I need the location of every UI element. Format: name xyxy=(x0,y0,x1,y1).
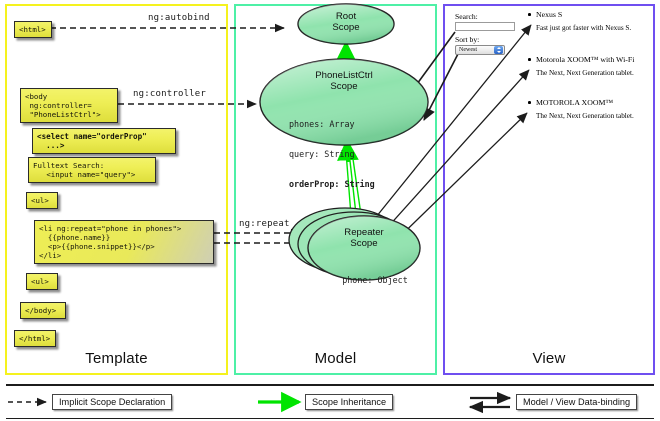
code-box-fulltext-search[interactable]: Fulltext Search: <input name="query"> xyxy=(28,157,156,183)
scope-prop-phone: phone: Object xyxy=(342,275,408,285)
list-item[interactable]: MOTOROLA XOOM™ The Next, Next Generation… xyxy=(527,98,660,120)
scope-prop-query: query: String xyxy=(289,149,355,159)
code-box-select-orderprop[interactable]: <select name="orderProp" ...> xyxy=(32,128,176,154)
sort-by-label: Sort by: xyxy=(455,35,480,44)
scope-root-title: Root Scope xyxy=(332,11,360,33)
legend-divider-top xyxy=(6,384,654,386)
list-item[interactable]: Nexus S Fast just got faster with Nexus … xyxy=(527,10,660,32)
code-box-html-open[interactable]: <html> xyxy=(14,21,52,38)
code-box-li-ng-repeat[interactable]: <li ng:repeat="phone in phones"> {{phone… xyxy=(34,220,214,265)
phone-snippet: The Next, Next Generation tablet. xyxy=(536,69,634,77)
legend-item-scope-inheritance: Scope Inheritance xyxy=(305,394,394,410)
scope-prop-orderprop: orderProp: String xyxy=(289,179,375,189)
phone-snippet: The Next, Next Generation tablet. xyxy=(536,112,634,120)
panel-label-view: View xyxy=(532,350,566,367)
scope-phonelistctrl-properties: phones: Array query: String orderProp: S… xyxy=(289,99,419,209)
panel-template: Template xyxy=(5,4,228,375)
phone-snippet: Fast just got faster with Nexus S. xyxy=(536,24,632,32)
search-label: Search: xyxy=(455,12,478,21)
scope-prop-phones: phones: Array xyxy=(289,119,355,129)
code-box-body-close[interactable]: </body> xyxy=(20,302,66,319)
legend: Implicit Scope Declaration Scope Inherit… xyxy=(0,384,660,421)
sort-by-selected-value: Newest xyxy=(459,47,477,53)
legend-glyphs xyxy=(8,391,512,414)
legend-divider-bottom xyxy=(6,418,654,419)
caption-ng-controller: ng:controller xyxy=(133,89,207,99)
code-box-ul-open[interactable]: <ul> xyxy=(26,192,58,209)
panel-label-template: Template xyxy=(85,350,148,367)
caption-ng-repeat: ng:repeat xyxy=(239,219,290,229)
scope-repeater-title: Repeater Scope xyxy=(344,227,384,249)
scope-repeater-properties: phone: Object xyxy=(330,255,420,305)
phone-name: MOTOROLA XOOM™ xyxy=(527,98,660,107)
sort-by-select[interactable]: Newest xyxy=(455,45,505,55)
caption-ng-autobind: ng:autobind xyxy=(148,13,210,23)
scope-phonelistctrl-title: PhoneListCtrl Scope xyxy=(315,70,373,92)
phone-name: Nexus S xyxy=(527,10,660,19)
search-input[interactable] xyxy=(455,22,515,31)
code-box-html-close[interactable]: </html> xyxy=(14,330,56,347)
code-box-ul-close[interactable]: <ul> xyxy=(26,273,58,290)
list-item[interactable]: Motorola XOOM™ with Wi-Fi The Next, Next… xyxy=(527,55,660,77)
code-box-body-open[interactable]: <body ng:controller= "PhoneListCtrl"> xyxy=(20,88,118,124)
legend-item-implicit-scope-declaration: Implicit Scope Declaration xyxy=(52,394,173,410)
chevron-updown-icon xyxy=(494,46,503,54)
panel-label-model: Model xyxy=(314,350,357,367)
phone-name: Motorola XOOM™ with Wi-Fi xyxy=(527,55,660,64)
legend-item-model-view-data-binding: Model / View Data-binding xyxy=(516,394,638,410)
